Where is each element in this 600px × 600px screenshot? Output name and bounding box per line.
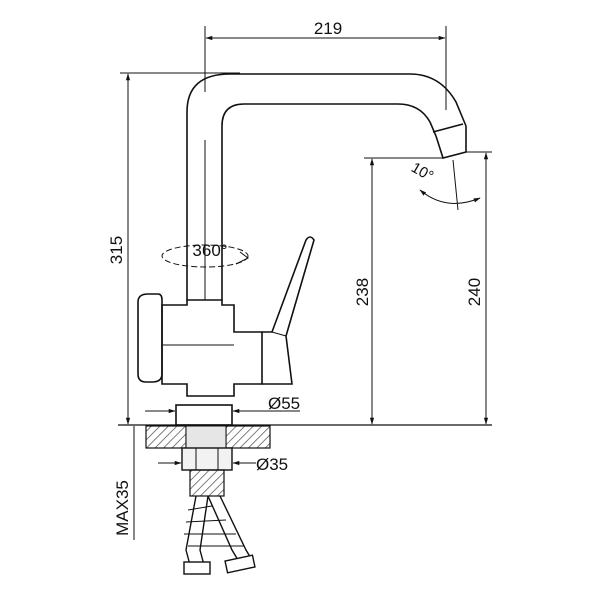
rotation-indicator: 360° (161, 241, 249, 268)
faucet-body (186, 73, 467, 300)
spout-height-label: 240 (465, 278, 484, 306)
mounting-nut: Ø35 (158, 447, 288, 497)
mount-diameter-label: Ø35 (256, 455, 288, 474)
base-diameter-label: Ø55 (268, 394, 300, 413)
base-flange: Ø55 (145, 394, 300, 426)
dimension-outlet-height: 238 (353, 157, 444, 425)
rotation-label: 360° (192, 241, 227, 260)
countertop (118, 424, 492, 449)
width-label: 219 (314, 19, 342, 38)
spout-angle: 10° (408, 159, 481, 211)
dimension-max-thickness: MAX35 (113, 426, 135, 540)
max-thickness-label: MAX35 (113, 480, 132, 536)
total-height-label: 315 (107, 236, 126, 264)
spout-angle-label: 10° (408, 159, 436, 185)
dimension-total-height: 315 (107, 72, 240, 425)
faucet-mixer-body (137, 236, 315, 397)
dimension-width: 219 (204, 19, 447, 110)
supply-hoses (183, 495, 256, 575)
dimension-spout-height: 240 (465, 151, 492, 425)
outlet-height-label: 238 (353, 278, 372, 306)
